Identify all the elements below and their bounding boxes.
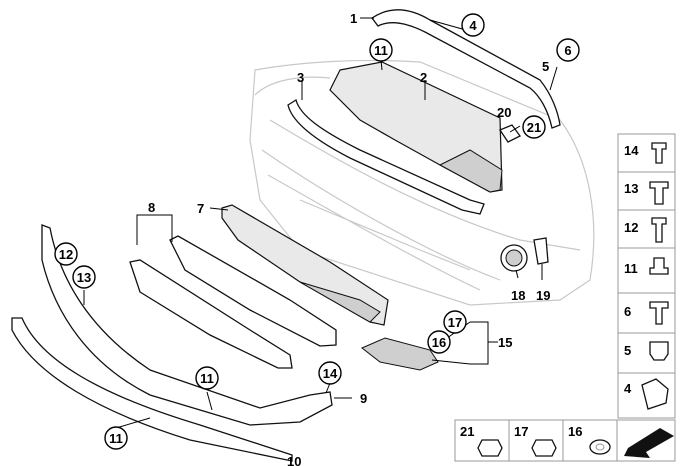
callout-12: 12 [59,247,73,262]
callout-9: 9 [360,391,367,406]
callout-11c: 11 [109,431,123,446]
tow-eye-cover-inner [505,249,523,267]
callout-circle-14 [318,361,342,385]
lower-grille-mesh [299,281,381,323]
screw-icon [651,217,667,243]
fog-light-insert [361,337,439,371]
callout-circle-11c [104,426,128,450]
side-label-13: 13 [624,181,638,196]
trim-strip-3 [287,98,485,215]
lower-apron [41,224,333,426]
washer-hole-icon [595,443,605,451]
washer-screw-icon [649,301,669,325]
callout-circle-12 [54,242,78,266]
callout-circle-11b [195,366,219,390]
side-label-5: 5 [624,343,631,358]
callout-21: 21 [527,120,541,135]
callout-5: 5 [542,59,549,74]
grille-frame-outer [129,259,293,369]
callout-circle-6 [556,38,580,62]
callout-circle-16 [427,330,451,354]
bottom-label-16: 16 [568,424,582,439]
push-rivet-icon [651,142,667,164]
nut-icon [531,439,557,457]
callout-11b: 11 [200,371,214,386]
callout-2: 2 [420,70,427,85]
bracket-19 [533,237,549,265]
fastener-side-panel: 14 13 12 11 6 5 4 [617,133,676,419]
grille-frame-inner [169,235,337,347]
clip-icon [649,257,669,275]
callout-6: 6 [564,43,571,58]
callout-19: 19 [536,288,550,303]
callout-8: 8 [148,200,155,215]
callout-circle-11a [369,38,393,62]
side-label-4: 4 [624,381,632,396]
callout-14: 14 [323,366,338,381]
side-label-11: 11 [624,261,638,276]
diagram-arrow-icon [624,428,674,458]
upper-grille-lower-edge [438,149,503,193]
spring-nut-icon [649,341,669,361]
callout-circle-17 [443,310,467,334]
splitter [11,317,293,462]
upper-trim-strip [371,9,561,129]
bottom-label-21: 21 [460,424,474,439]
expansion-rivet-icon [649,181,669,205]
callout-15: 15 [498,335,512,350]
bracket-clip-icon [641,378,669,410]
callout-circle-4 [461,13,485,37]
fastener-bottom-panel: 21 17 16 [454,419,676,462]
hex-nut-icon [477,439,503,457]
car-outline-ghost [249,59,595,306]
callout-7: 7 [197,201,204,216]
callout-13: 13 [77,270,91,285]
callout-17: 17 [448,315,462,330]
lower-grille [221,204,389,326]
side-label-6: 6 [624,304,631,319]
callout-20: 20 [497,105,511,120]
side-label-14: 14 [624,143,639,158]
side-label-12: 12 [624,220,638,235]
callout-circle-21 [522,115,546,139]
callout-4: 4 [469,18,477,33]
callout-3: 3 [297,70,304,85]
callout-1: 1 [350,11,357,26]
callout-18: 18 [511,288,525,303]
callout-10: 10 [287,454,301,466]
callout-16: 16 [432,335,446,350]
callout-circle-13 [72,265,96,289]
bottom-label-17: 17 [514,424,528,439]
callout-11a: 11 [374,43,388,58]
